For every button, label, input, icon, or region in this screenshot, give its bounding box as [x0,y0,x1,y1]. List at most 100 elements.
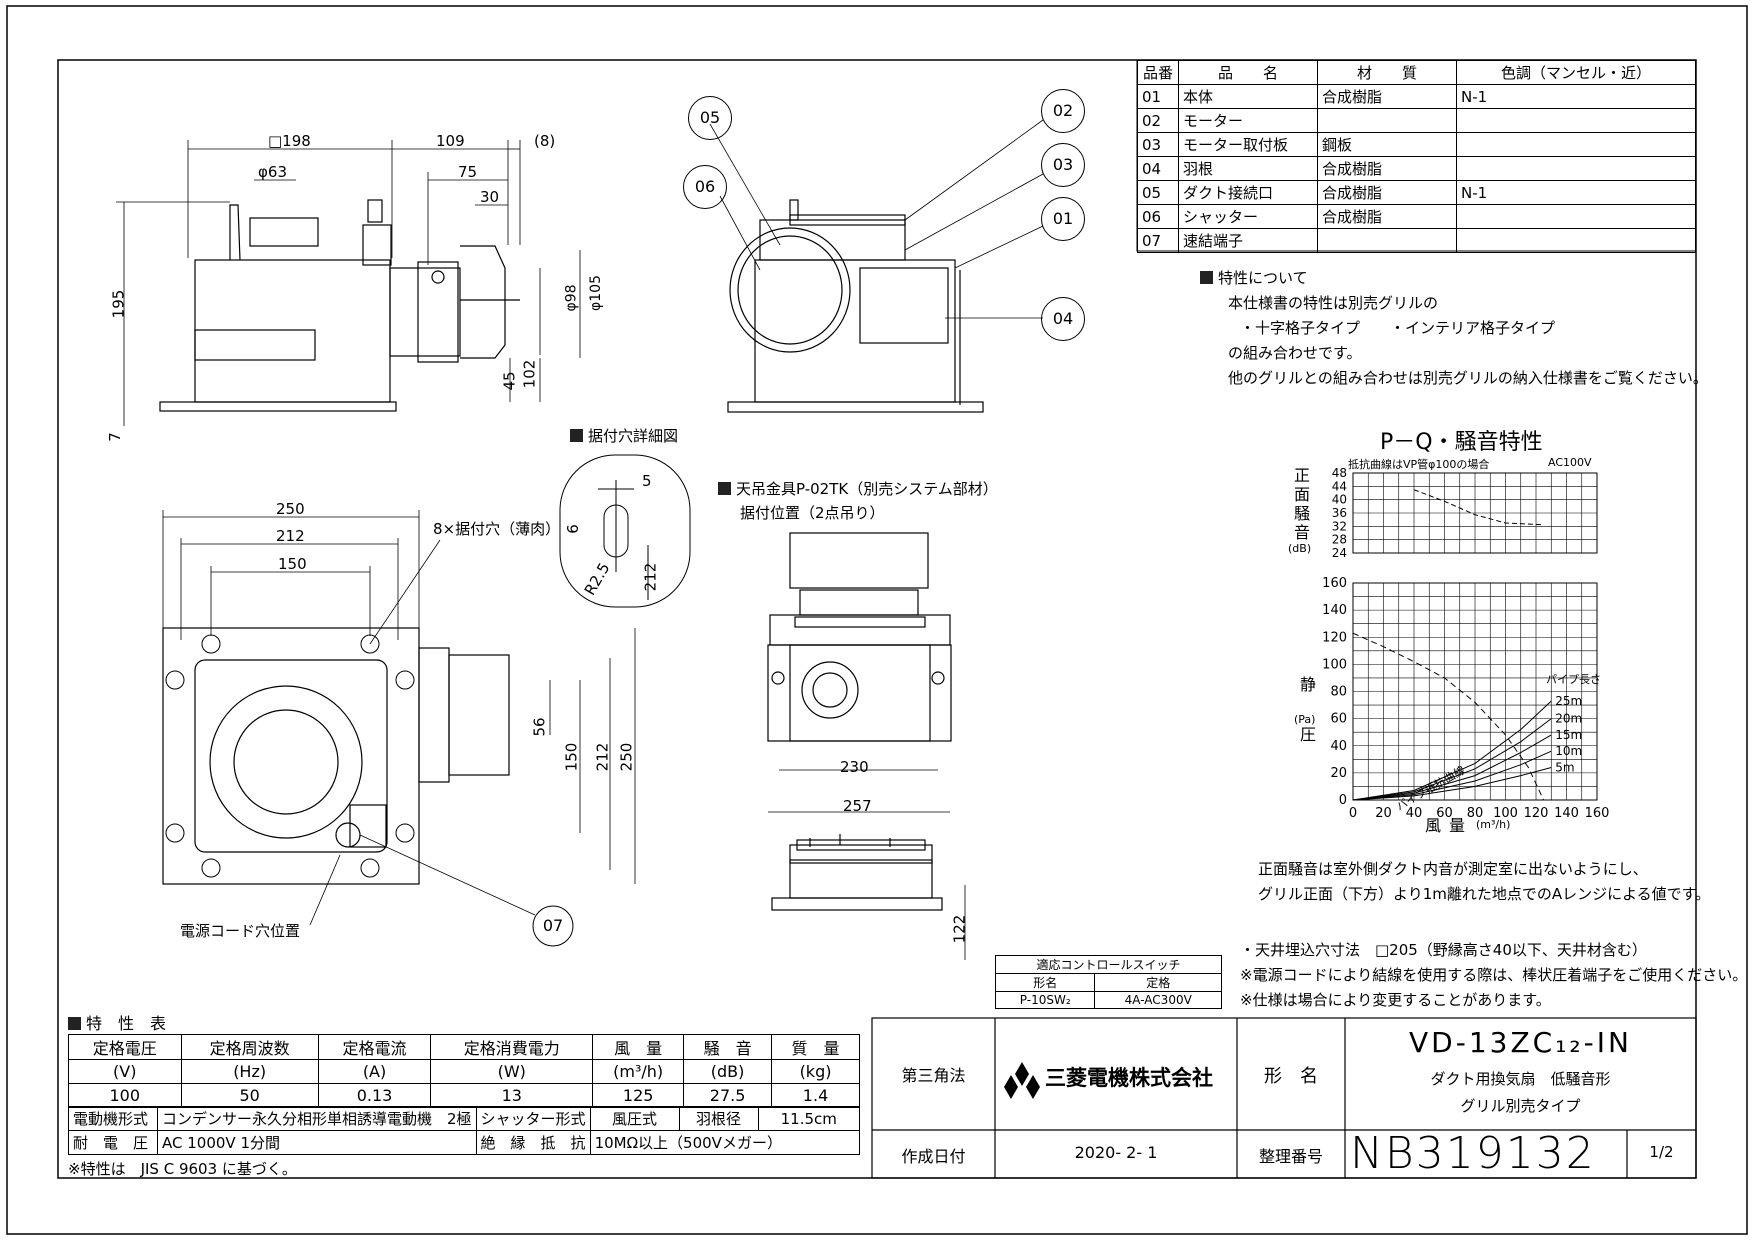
characteristics-note: 特性について 本仕様書の特性は別売グリルの ・十字格子タイプ ・インテリア格子タ… [1200,266,1708,391]
chart-voltage-note: AC100V [1548,456,1592,469]
flow-xtick-label: 100 [1493,806,1518,821]
noise-ytick-label: 40 [1332,493,1347,507]
date-label: 作成日付 [901,1147,966,1166]
part-material [1317,228,1457,253]
hole-dim-212: 212 [641,562,660,592]
model-desc1: ダクト用換気扇 低騒音形 [1430,1070,1611,1088]
part-name: ダクト接続口 [1178,180,1318,205]
square-bullet-icon [718,482,731,495]
spec-header: 定格電流 [317,1034,432,1060]
part-name: 羽根 [1178,156,1318,181]
part-color [1456,132,1696,157]
install-note-line: ・天井埋込穴寸法 □205（野縁高さ40以下、天井材含む） [1240,941,1647,959]
spec-unit: (kg) [771,1059,860,1084]
part-no: 06 [1137,204,1179,229]
noise-yunit: (dB) [1288,542,1312,555]
front-view-dims [116,140,581,426]
part-name: シャッター [1178,204,1318,229]
spec-header: 質 量 [771,1034,860,1060]
side-view-leaders [709,119,1044,319]
hole-detail-title-text: 据付穴詳細図 [588,427,679,445]
noise-note: 正面騒音は室外側ダクト内音が測定室に出ないようにし、 グリル正面（下方）より1m… [1258,857,1710,907]
square-bullet-icon [570,429,583,442]
motor-label: 電動機形式 [68,1106,158,1131]
pressure-ytick-label: 160 [1322,576,1347,591]
part-color: N-1 [1456,84,1696,109]
spec-value-row: 100 50 0.13 13 125 27.5 1.4 [68,1083,860,1108]
spec-value: 50 [180,1083,319,1108]
dim-109: 109 [436,132,465,150]
dim-phi98: φ98 [563,284,580,312]
dim-102: 102 [520,359,539,389]
parts-header-color: 色調（マンセル・近） [1456,60,1696,85]
hanger-title: 天吊金具P-02TK（別売システム部材） [718,478,998,499]
noise-plot-frame [1352,472,1598,554]
part-no: 02 [1137,108,1179,133]
spec-header: 定格電圧 [68,1034,182,1060]
spec-table-extra: 電動機形式 コンデンサー永久分相形単相誘導電動機 2極 シャッター形式 風圧式 … [68,1106,861,1155]
pressure-ytick-label: 120 [1322,630,1347,645]
bottom-view-dims [162,510,636,926]
bottom-dim-250: 250 [276,500,305,518]
spec-unit: (A) [317,1059,432,1084]
dim-30: 30 [480,188,500,206]
noise-ytick-label: 32 [1332,519,1347,533]
spec-unit: (V) [68,1059,182,1084]
chart-subtitle: 抵抗曲線はVP管φ100の場合 [1348,458,1490,471]
hanger-dim-122: 122 [950,914,969,944]
spec-value: 1.4 [771,1083,860,1108]
pressure-plot-frame [1352,582,1598,801]
flow-xtick-label: 140 [1554,806,1579,821]
pressure-ylabel: 静圧 [1300,675,1317,744]
spec-header: 風 量 [592,1034,685,1060]
spec-value: 13 [430,1083,594,1108]
insulation-label: 絶 縁 抵 抗 [475,1130,591,1155]
spec-footnote: ※特性は JIS C 9603 に基づく。 [68,1160,297,1178]
parts-header-name: 品 名 [1178,60,1318,85]
insulation-value: 10MΩ以上（500Vメガー） [589,1130,861,1155]
hanger-side-view [771,834,943,911]
parts-table-header: 品番 品 名 材 質 色調（マンセル・近） [1137,60,1696,85]
callout-06: 06 [683,165,727,209]
pipe-length-label: パイプ長さ [1546,673,1601,686]
blade-value: 11.5cm [757,1106,861,1131]
characteristics-line: ・十字格子タイプ ・インテリア格子タイプ [1240,319,1556,337]
blade-label: 羽根径 [678,1106,759,1131]
parts-header-material: 材 質 [1317,60,1457,85]
part-no: 05 [1137,180,1179,205]
control-switch-rating: 4A-AC300V [1094,991,1222,1009]
pressure-ytick-label: 140 [1322,603,1347,618]
pq-curve [1352,632,1545,801]
pipe-resistance-curve [1352,700,1552,801]
install-note-line: ※仕様は場合により変更することがあります。 [1240,991,1551,1009]
bottom-dim-212-v: 212 [593,742,612,772]
pipe-length-series-label: 25m [1555,694,1582,708]
flow-xlabel: 風量 [1425,816,1474,835]
flow-xtick-label: 40 [1406,806,1423,821]
part-name: 本体 [1178,84,1318,109]
dim-phi63: φ63 [258,163,287,181]
flow-xunit: (m³/h) [1476,818,1511,831]
projection-label: 第三角法 [901,1066,966,1085]
pipe-resistance-curve [1352,718,1552,801]
part-material: 鋼板 [1317,132,1457,157]
bottom-dim-150-v: 150 [562,742,581,772]
control-switch-title: 適応コントロールスイッチ [995,955,1222,974]
voltage-row: 耐 電 圧 AC 1000V 1分間 絶 縁 抵 抗 10MΩ以上（500Vメガ… [68,1130,861,1155]
flow-xtick-label: 80 [1467,806,1484,821]
noise-ytick-label: 48 [1332,466,1347,480]
noise-note-line: グリル正面（下方）より1m離れた地点でのAレンジによる値です。 [1258,885,1711,903]
hole-dim-5: 5 [642,472,652,490]
install-note-line: ※電源コードにより結線を使用する際は、棒状圧着端子をご使用ください。 [1240,966,1748,984]
dim-195: 195 [109,289,128,319]
dim-square-198: □198 [268,132,311,150]
pressure-ytick-label: 80 [1330,685,1347,700]
callout-05: 05 [688,96,732,140]
front-view [159,199,520,412]
